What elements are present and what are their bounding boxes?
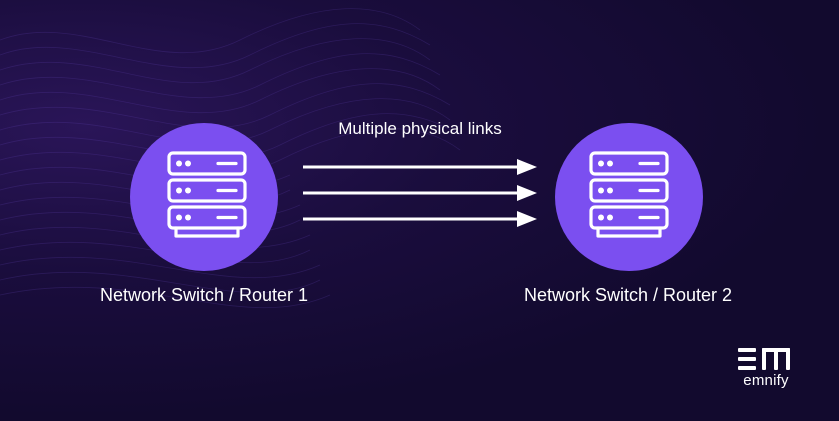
link-arrow-3 [303, 211, 537, 227]
link-arrow-2 [303, 185, 537, 201]
links-arrows [303, 159, 537, 227]
node-label-2: Network Switch / Router 2 [523, 285, 733, 305]
node-switch-router-2 [555, 123, 703, 271]
link-arrow-1 [303, 159, 537, 175]
brand-name: emnify [743, 372, 789, 389]
server-stack-icon [589, 151, 669, 238]
emnify-logo: emnify [736, 348, 796, 398]
node-label-1: Network Switch / Router 1 [99, 285, 309, 305]
emnify-logo-mark-icon [738, 348, 790, 370]
server-stack-icon [167, 151, 247, 238]
links-label: Multiple physical links [338, 119, 502, 138]
node-switch-router-1 [130, 123, 278, 271]
